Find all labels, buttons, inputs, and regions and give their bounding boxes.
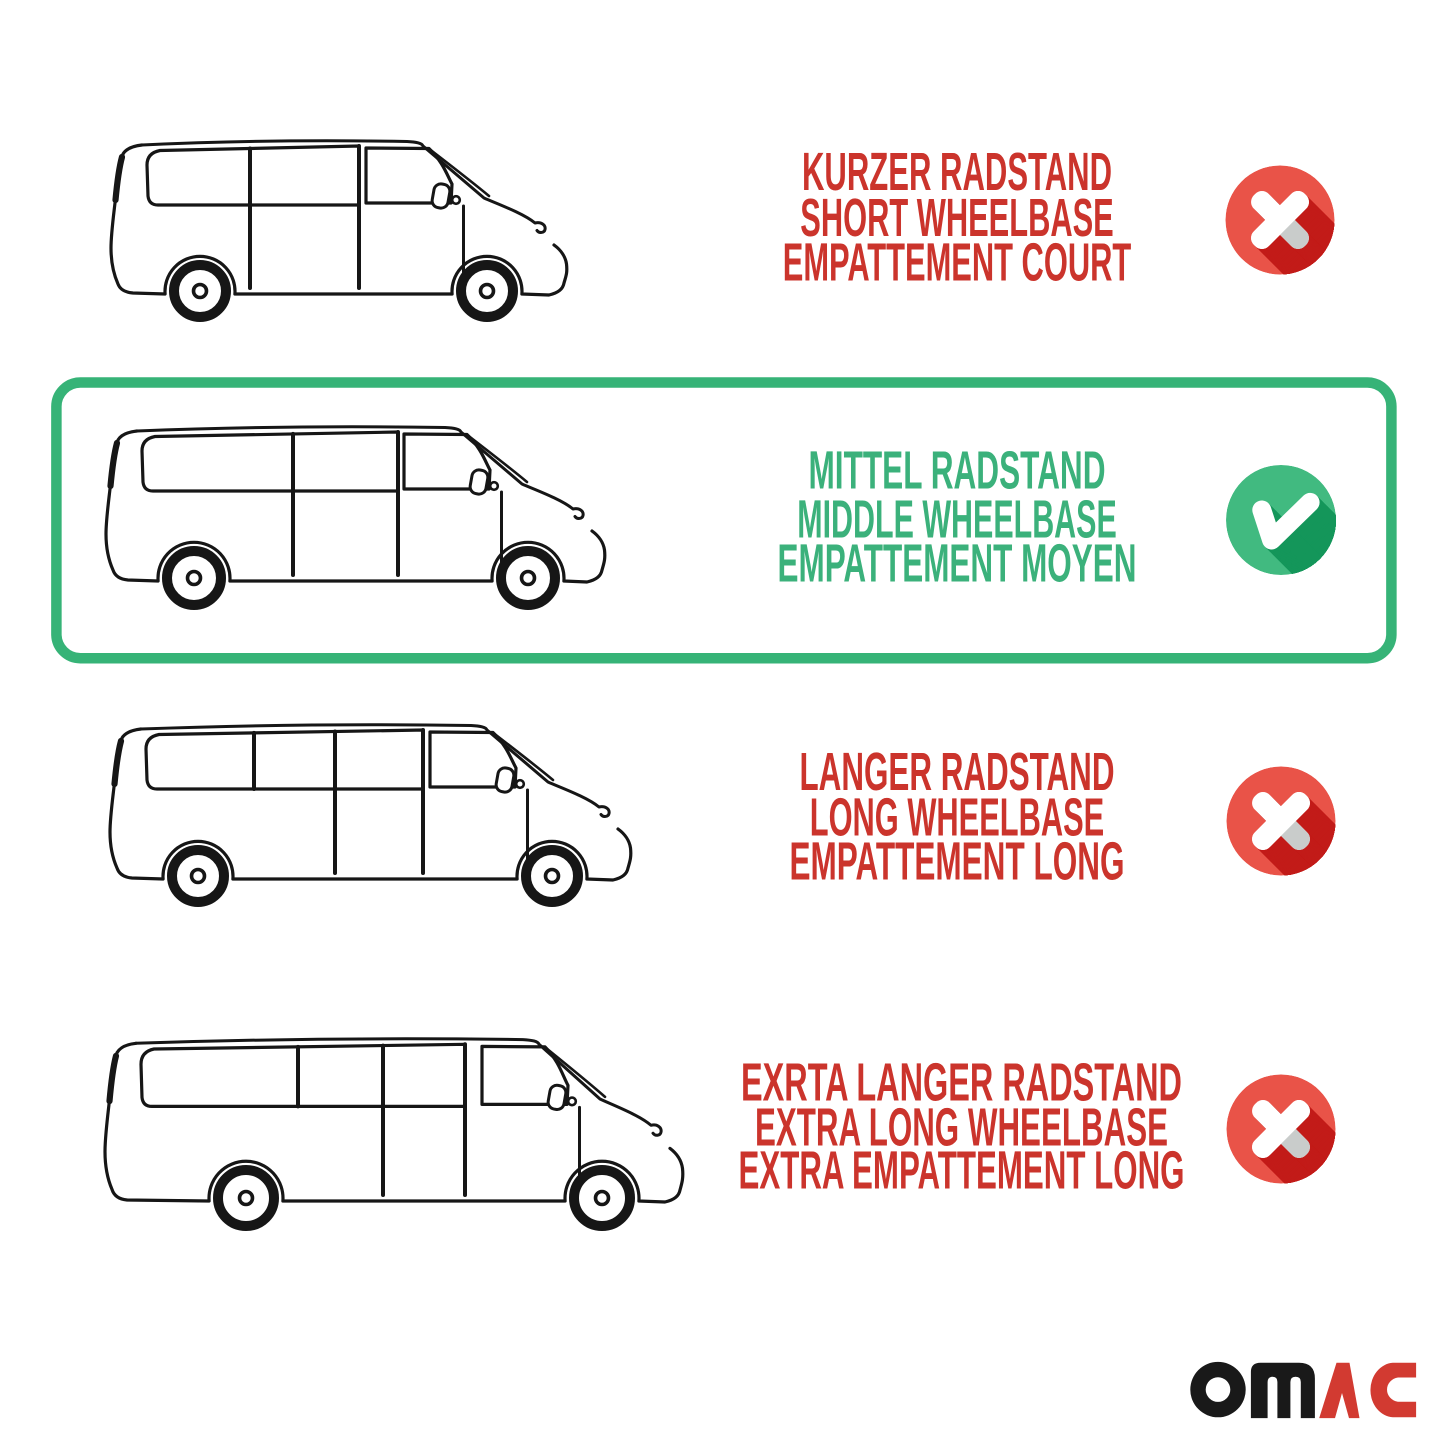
svg-text:KURZER RADSTAND: KURZER RADSTAND [802,142,1112,202]
svg-text:MITTEL RADSTAND: MITTEL RADSTAND [809,441,1106,501]
svg-text:EXRTA LANGER RADSTAND: EXRTA LANGER RADSTAND [741,1053,1182,1113]
svg-text:MIDDLE WHEELBASE: MIDDLE WHEELBASE [797,490,1117,550]
svg-text:EMPATTEMENT MOYEN: EMPATTEMENT MOYEN [778,534,1137,594]
svg-text:EXTRA LONG WHEELBASE: EXTRA LONG WHEELBASE [755,1098,1168,1158]
svg-text:EMPATTEMENT COURT: EMPATTEMENT COURT [783,233,1132,293]
svg-text:EXTRA EMPATTEMENT LONG: EXTRA EMPATTEMENT LONG [739,1141,1185,1201]
svg-text:SHORT WHEELBASE: SHORT WHEELBASE [800,188,1114,248]
svg-text:EMPATTEMENT LONG: EMPATTEMENT LONG [790,832,1125,892]
svg-text:LANGER RADSTAND: LANGER RADSTAND [800,742,1115,802]
svg-text:LONG WHEELBASE: LONG WHEELBASE [810,788,1105,848]
